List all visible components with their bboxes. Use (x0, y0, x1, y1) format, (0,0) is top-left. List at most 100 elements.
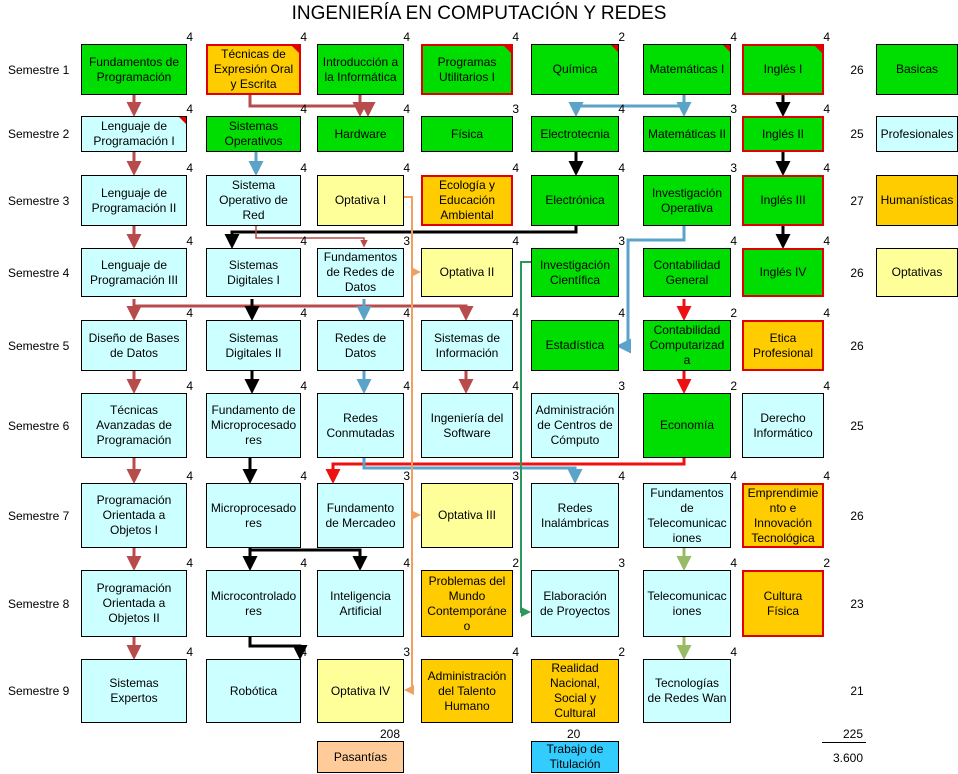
prerequisite-arrow (404, 196, 414, 695)
semester-credit-total: 26 (850, 62, 864, 77)
course-fundamento-de-mercadeo: Fundamento de Mercadeo (317, 483, 404, 548)
course-credits: 3 (512, 102, 519, 116)
course-introduccion-a-la-informatica: Introducción a la Informática (317, 44, 404, 95)
course-tecnicas-de-expresion-oral-y-escrita: Técnicas de Expresión Oral y Escrita (206, 44, 301, 95)
course-lenguaje-de-programacion-i: Lenguaje de Programación I (81, 116, 187, 152)
course-credits: 4 (730, 234, 737, 248)
course-credits: 4 (186, 102, 193, 116)
course-administracion-de-centros-de-computo: Administración de Centros de Cómputo (531, 393, 619, 458)
course-optativa-iv: Optativa IV (317, 659, 404, 723)
course-credits: 4 (300, 556, 307, 570)
course-investigacion-operativa: Investigación Operativa (643, 175, 731, 226)
course-lenguaje-de-programacion-ii: Lenguaje de Programación II (81, 175, 187, 226)
course-redes-conmutadas: Redes Conmutadas (317, 393, 404, 458)
prerequisite-arrow (248, 636, 308, 660)
course-microprocesadores: Microprocesadores (206, 483, 301, 548)
course-credits: 3 (403, 645, 410, 659)
course-fundamento-de-microprocesadores: Fundamento de Microprocesadores (206, 393, 301, 458)
course-credits: 4 (730, 30, 737, 44)
course-credits: 4 (730, 469, 737, 483)
course-credits: 4 (300, 30, 307, 44)
semester-label: Semestre 1 (8, 62, 70, 77)
course-credits: 4 (512, 234, 519, 248)
prerequisite-arrow (255, 226, 368, 248)
course-ingles-ii: Inglés II (742, 116, 824, 152)
semester-label: Semestre 9 (8, 684, 70, 698)
course-credits: 4 (823, 30, 830, 44)
course-redes-inalambricas: Redes Inalámbricas (531, 483, 619, 548)
course-sistemas-digitales-ii: Sistemas Digitales II (206, 320, 301, 371)
course-credits: 4 (300, 102, 307, 116)
legend-humanisticas: Humanísticas (876, 175, 958, 226)
semester-credit-total: 25 (850, 127, 864, 141)
page-title: INGENIERÍA EN COMPUTACIÓN Y REDES (291, 3, 667, 24)
course-credits: 2 (512, 556, 519, 570)
course-cultura-fisica: Cultura Física (742, 570, 824, 637)
course-credits: 4 (403, 30, 410, 44)
course-credits: 4 (823, 234, 830, 248)
course-matematicas-ii: Matemáticas II (643, 116, 731, 152)
course-credits: 4 (823, 102, 830, 116)
course-sistemas-digitales-i: Sistemas Digitales I (206, 248, 301, 297)
semester-credit-total: 26 (850, 338, 864, 353)
course-telecomunicaciones: Telecomunicaciones (643, 570, 731, 637)
course-credits: 4 (186, 306, 193, 320)
sum-divider (822, 742, 866, 743)
course-problemas-del-mundo-contemporaneo: Problemas del Mundo Contemporáneo (421, 570, 513, 637)
semester-label: Semestre 4 (8, 265, 70, 280)
semester-credit-total: 26 (850, 508, 864, 523)
prerequisite-arrow (325, 458, 686, 484)
course-credits: 4 (618, 161, 625, 175)
course-ingenieria-del-software: Ingeniería del Software (421, 393, 513, 458)
course-matematicas-i: Matemáticas I (643, 44, 731, 95)
course-ecologia-y-educacion-ambiental: Ecología y Educación Ambiental (421, 175, 513, 226)
prerequisite-arrow (224, 226, 578, 249)
course-credits: 4 (823, 161, 830, 175)
course-credits: 4 (186, 234, 193, 248)
course-credits: 3 (403, 234, 410, 248)
course-realidad-nacional-social-y-cultural: Realidad Nacional, Social y Cultural (531, 659, 619, 723)
course-credits: 4 (823, 306, 830, 320)
course-credits: 4 (300, 306, 307, 320)
prerequisite-arrow (248, 95, 376, 117)
course-credits: 3 (618, 234, 625, 248)
course-credits: 4 (512, 379, 519, 393)
semester-credit-total: 27 (850, 193, 864, 208)
legend-optativas: Optativas (876, 248, 958, 297)
sum-total: 225 (843, 727, 864, 741)
prerequisite-arrow (132, 299, 474, 321)
course-programacion-orientada-a-objetos-i: Programación Orientada a Objetos I (81, 483, 187, 548)
course-estadistica: Estadística (531, 320, 619, 371)
course-credits: 3 (403, 469, 410, 483)
course-credits: 4 (730, 645, 737, 659)
course-credits: 3 (730, 161, 737, 175)
course-credits: 4 (823, 379, 830, 393)
course-credits: 4 (403, 102, 410, 116)
semester-credit-total: 25 (850, 418, 864, 433)
course-credits: 3 (512, 469, 519, 483)
course-derecho-informatico: Derecho Informático (742, 393, 824, 458)
prerequisite-arrow (520, 261, 531, 617)
course-electrotecnia: Electrotecnia (531, 116, 619, 152)
course-credits: 4 (300, 161, 307, 175)
course-credits: 4 (618, 102, 625, 116)
course-credits: 2 (618, 30, 625, 44)
course-credits: 4 (512, 30, 519, 44)
course-credits: 4 (186, 379, 193, 393)
course-credits: 2 (823, 556, 830, 570)
course-quimica: Química (531, 44, 619, 95)
semester-label: Semestre 7 (8, 508, 70, 523)
course-credits: 2 (730, 306, 737, 320)
course-credits: 2 (618, 645, 625, 659)
course-credits: 4 (512, 306, 519, 320)
course-administracion-del-talento-humano: Administración del Talento Humano (421, 659, 513, 723)
course-sistema-operativo-de-red: Sistema Operativo de Red (206, 175, 301, 226)
course-contabilidad-general: Contabilidad General (643, 248, 731, 297)
semester-credit-total: 26 (850, 265, 864, 280)
course-credits: 4 (403, 306, 410, 320)
semester-label: Semestre 5 (8, 338, 70, 353)
semester-label: Semestre 3 (8, 193, 70, 208)
course-inteligencia-artificial: Inteligencia Artificial (317, 570, 404, 637)
course-credits: 4 (300, 234, 307, 248)
course-electronica: Electrónica (531, 175, 619, 226)
